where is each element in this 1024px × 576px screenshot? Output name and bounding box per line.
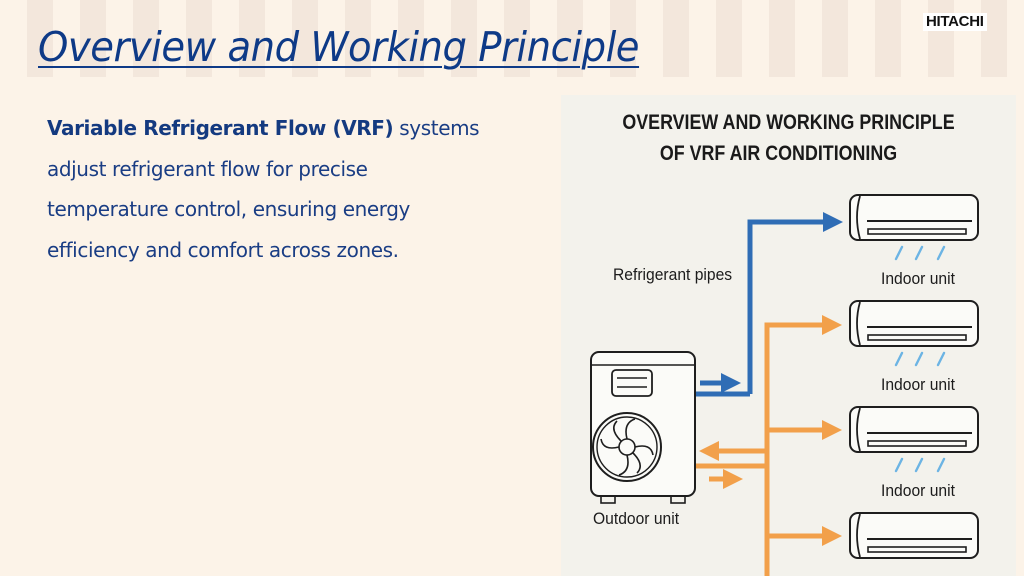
airflow-icon-3: [894, 457, 946, 473]
vrf-term: Variable Refrigerant Flow (VRF): [47, 116, 394, 140]
body-line-2: adjust refrigerant flow for precise: [47, 156, 368, 181]
indoor-unit-icon-2: [849, 300, 979, 347]
body-line-3: temperature control, ensuring energy: [47, 197, 410, 221]
indoor-unit-icon-4: [849, 512, 979, 559]
diagram-title-line-1: OVERVIEW AND WORKING PRINCIPLE: [622, 111, 955, 134]
indoor-unit-label-1: Indoor unit: [881, 269, 955, 288]
airflow-icon-1: [894, 245, 946, 261]
body-paragraph: Variable Refrigerant Flow (VRF) systems …: [47, 108, 547, 270]
brand-logo: HITACHI: [923, 13, 987, 31]
outdoor-unit-icon: [590, 351, 696, 504]
body-line-4: efficiency and comfort across zones.: [47, 237, 399, 262]
diagram-title-line-2: OF VRF AIR CONDITIONING: [659, 142, 898, 165]
vrf-diagram-svg: [590, 194, 979, 576]
airflow-icon-2: [894, 351, 946, 367]
vrf-diagram-image: OVERVIEW AND WORKING PRINCIPLE OF VRF AI…: [561, 95, 1016, 576]
refrigerant-pipes-label: Refrigerant pipes: [613, 265, 733, 284]
indoor-unit-icon-3: [849, 406, 979, 453]
indoor-unit-label-3: Indoor unit: [881, 481, 955, 500]
slide-title: Overview and Working Principle: [38, 23, 640, 71]
orange-pipe: [671, 315, 842, 576]
outdoor-unit-label: Outdoor unit: [593, 509, 680, 528]
body-line-1-rest: systems: [393, 116, 480, 140]
indoor-unit-label-2: Indoor unit: [881, 375, 955, 394]
header-stripe-band: [0, 0, 1024, 77]
indoor-unit-icon-1: [849, 194, 979, 241]
